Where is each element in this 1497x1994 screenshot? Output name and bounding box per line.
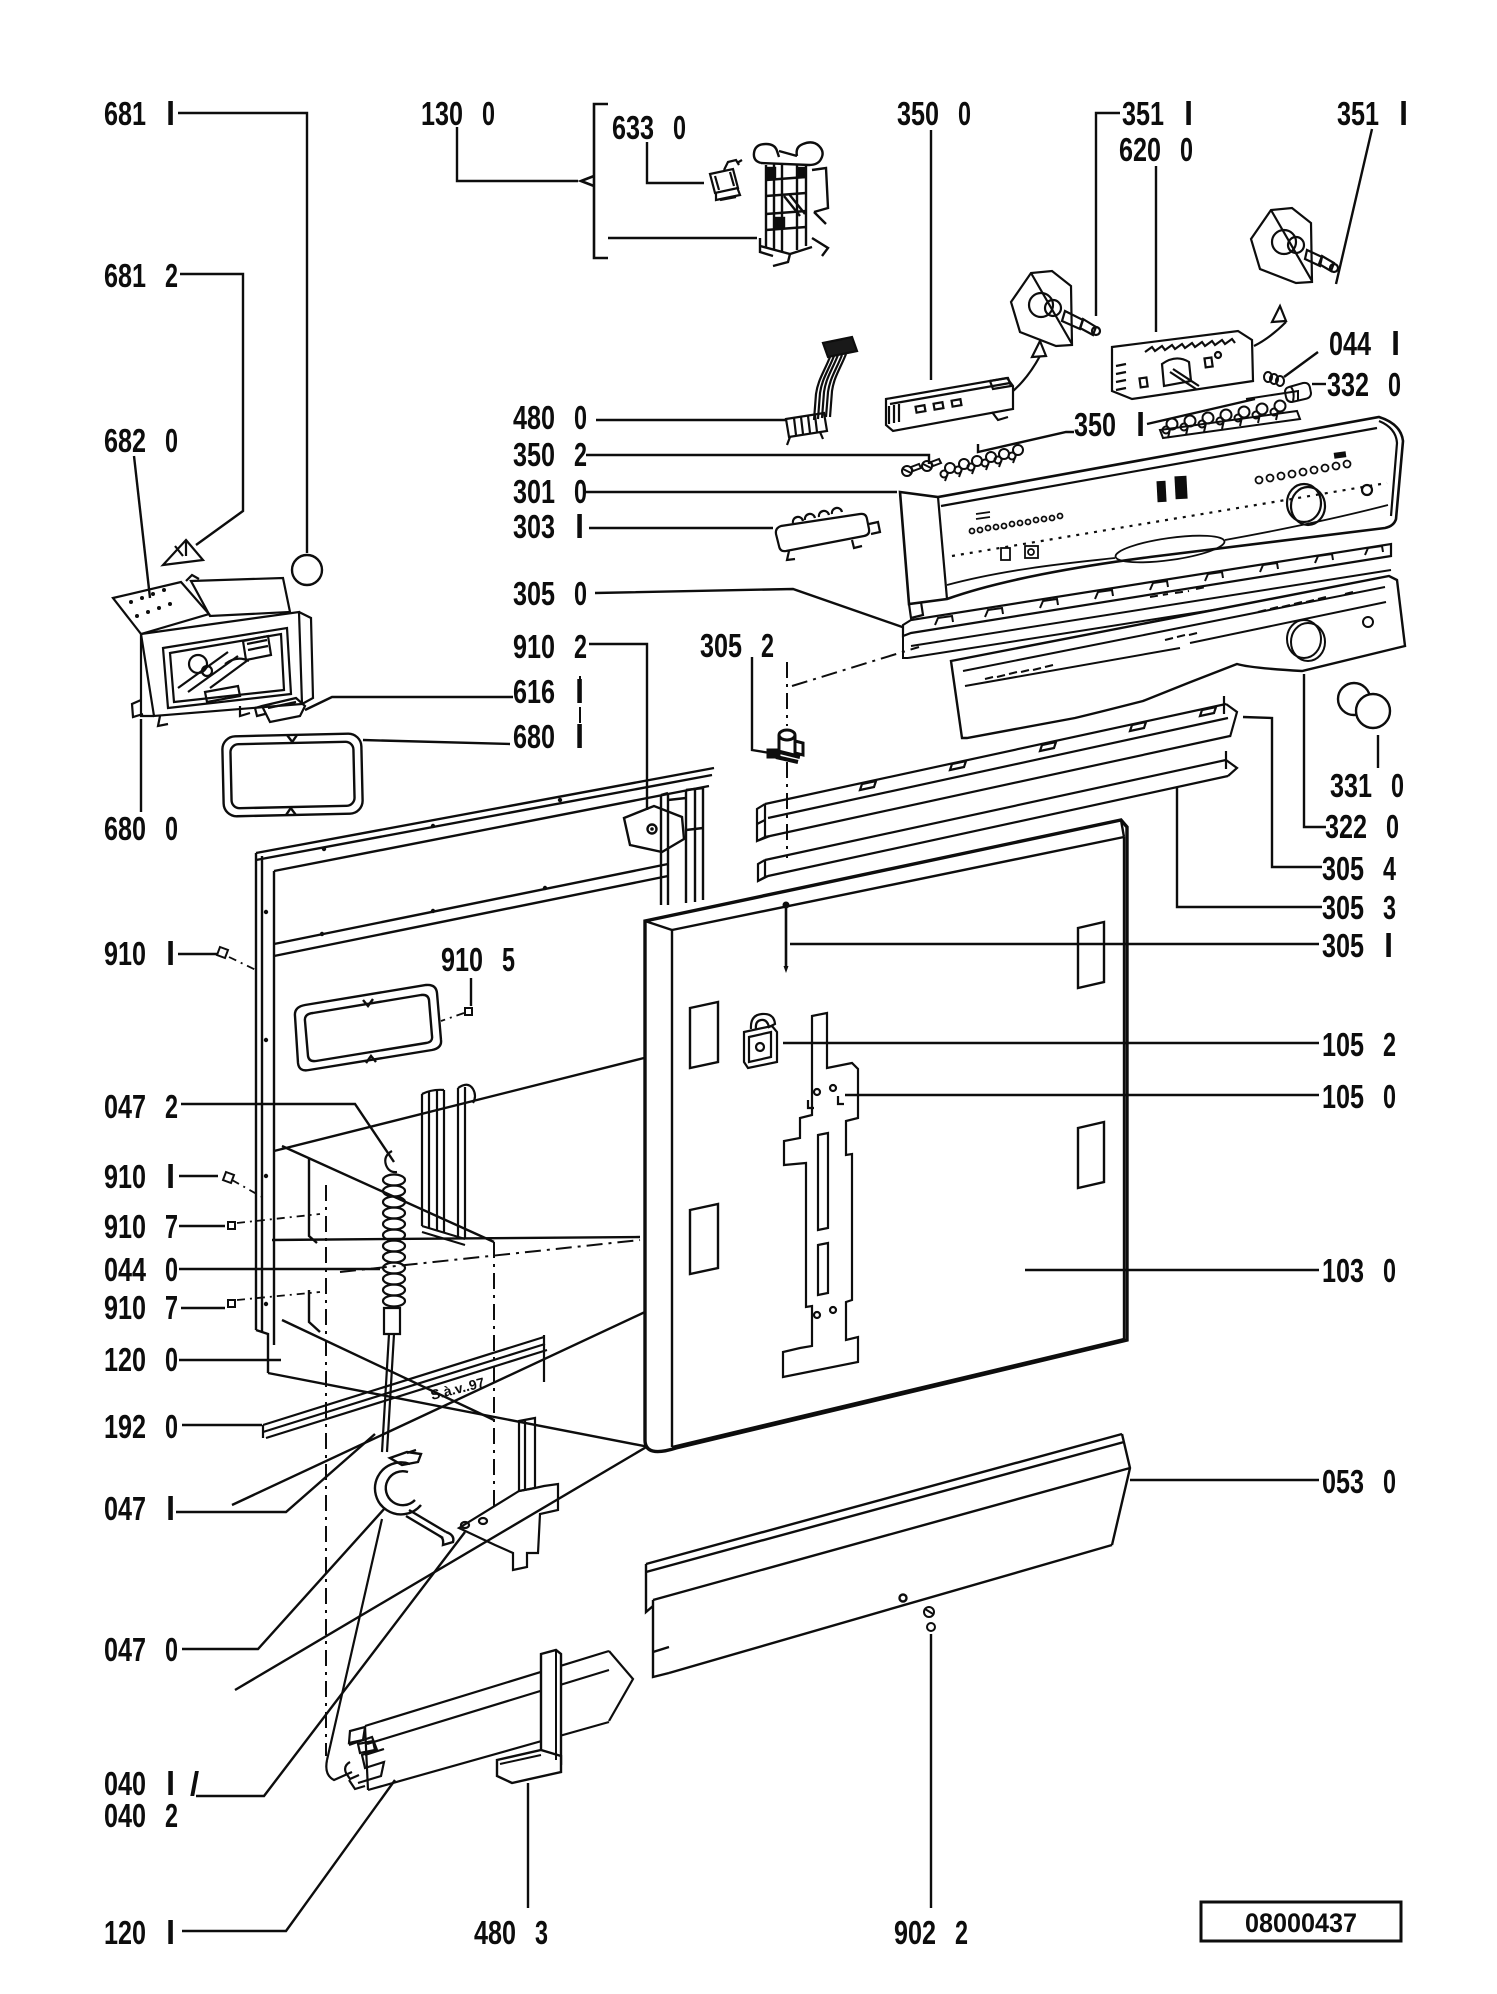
- svg-text:332: 332: [1327, 366, 1369, 403]
- svg-text:305: 305: [700, 627, 742, 664]
- svg-text:040: 040: [104, 1765, 146, 1802]
- svg-text:192: 192: [104, 1408, 146, 1445]
- svg-text:681: 681: [104, 95, 146, 132]
- svg-text:l: l: [166, 1914, 175, 1951]
- svg-text:0: 0: [1383, 1252, 1396, 1289]
- svg-text:350: 350: [1074, 406, 1116, 443]
- svg-text:680: 680: [104, 810, 146, 847]
- svg-text:105: 105: [1322, 1026, 1364, 1063]
- svg-text:2: 2: [165, 1797, 178, 1834]
- svg-text:2: 2: [1383, 1026, 1396, 1063]
- svg-text:047: 047: [104, 1088, 146, 1125]
- svg-text:l: l: [166, 1490, 175, 1527]
- svg-text:0: 0: [574, 575, 587, 612]
- svg-text:08000437: 08000437: [1245, 1908, 1357, 1938]
- svg-text:105: 105: [1322, 1078, 1364, 1115]
- svg-text:l: l: [166, 935, 175, 972]
- svg-text:910: 910: [104, 935, 146, 972]
- svg-text:303: 303: [513, 508, 555, 545]
- svg-text:910: 910: [513, 628, 555, 665]
- svg-text:l: l: [166, 95, 175, 132]
- svg-text:0: 0: [1391, 767, 1404, 804]
- svg-text:2: 2: [165, 1088, 178, 1125]
- svg-text:2: 2: [165, 257, 178, 294]
- svg-text:910: 910: [441, 941, 483, 978]
- svg-text:l: l: [1136, 406, 1145, 443]
- svg-text:0: 0: [574, 473, 587, 510]
- svg-text:0: 0: [165, 1341, 178, 1378]
- svg-text:616: 616: [513, 673, 555, 710]
- svg-text:l: l: [1384, 927, 1393, 964]
- svg-text:0: 0: [165, 1408, 178, 1445]
- svg-text:0: 0: [165, 1631, 178, 1668]
- svg-text:0: 0: [958, 95, 971, 132]
- svg-text:305: 305: [1322, 889, 1364, 926]
- svg-text:103: 103: [1322, 1252, 1364, 1289]
- svg-text:l: l: [575, 718, 584, 755]
- svg-text:l: l: [1184, 95, 1193, 132]
- svg-text:3: 3: [1383, 889, 1396, 926]
- svg-text:047: 047: [104, 1631, 146, 1668]
- svg-text:2: 2: [955, 1914, 968, 1951]
- svg-text:0: 0: [1386, 808, 1399, 845]
- svg-text:350: 350: [513, 436, 555, 473]
- svg-text:305: 305: [1322, 927, 1364, 964]
- svg-text:910: 910: [104, 1208, 146, 1245]
- svg-text:480: 480: [474, 1914, 516, 1951]
- svg-text:l: l: [1391, 325, 1400, 362]
- svg-text:120: 120: [104, 1914, 146, 1951]
- svg-text:l: l: [575, 508, 584, 545]
- svg-text:0: 0: [1383, 1463, 1396, 1500]
- svg-text:/: /: [190, 1765, 199, 1802]
- svg-text:2: 2: [761, 627, 774, 664]
- svg-text:040: 040: [104, 1797, 146, 1834]
- svg-text:331: 331: [1330, 767, 1372, 804]
- svg-text:0: 0: [1383, 1078, 1396, 1115]
- svg-text:l: l: [166, 1765, 175, 1802]
- svg-text:4: 4: [1383, 850, 1396, 887]
- svg-text:l: l: [575, 673, 584, 710]
- svg-text:351: 351: [1337, 95, 1379, 132]
- svg-text:044: 044: [104, 1251, 146, 1288]
- svg-text:0: 0: [673, 109, 686, 146]
- svg-text:044: 044: [1329, 325, 1371, 362]
- svg-text:0: 0: [574, 399, 587, 436]
- svg-text:305: 305: [1322, 850, 1364, 887]
- svg-text:301: 301: [513, 473, 555, 510]
- svg-text:3: 3: [535, 1914, 548, 1951]
- svg-text:0: 0: [1388, 366, 1401, 403]
- svg-text:047: 047: [104, 1490, 146, 1527]
- svg-text:620: 620: [1119, 131, 1161, 168]
- svg-text:0: 0: [165, 810, 178, 847]
- svg-text:5: 5: [502, 941, 515, 978]
- svg-text:322: 322: [1325, 808, 1367, 845]
- svg-text:7: 7: [165, 1208, 178, 1245]
- svg-text:120: 120: [104, 1341, 146, 1378]
- svg-text:0: 0: [165, 422, 178, 459]
- svg-text:480: 480: [513, 399, 555, 436]
- svg-text:0: 0: [1180, 131, 1193, 168]
- svg-text:130: 130: [421, 95, 463, 132]
- svg-text:053: 053: [1322, 1463, 1364, 1500]
- svg-text:7: 7: [165, 1289, 178, 1326]
- svg-text:680: 680: [513, 718, 555, 755]
- svg-text:350: 350: [897, 95, 939, 132]
- svg-text:0: 0: [165, 1251, 178, 1288]
- svg-text:910: 910: [104, 1289, 146, 1326]
- svg-text:2: 2: [574, 436, 587, 473]
- svg-text:902: 902: [894, 1914, 936, 1951]
- svg-text:910: 910: [104, 1158, 146, 1195]
- svg-text:633: 633: [612, 109, 654, 146]
- svg-text:l: l: [166, 1158, 175, 1195]
- svg-text:681: 681: [104, 257, 146, 294]
- svg-text:351: 351: [1122, 95, 1164, 132]
- svg-text:2: 2: [574, 628, 587, 665]
- svg-text:0: 0: [482, 95, 495, 132]
- svg-text:l: l: [1399, 95, 1408, 132]
- svg-text:682: 682: [104, 422, 146, 459]
- svg-text:305: 305: [513, 575, 555, 612]
